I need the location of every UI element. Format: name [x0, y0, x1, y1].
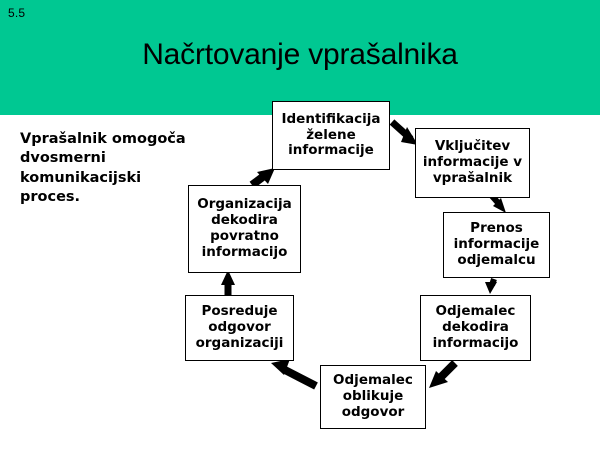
- flow-box-label: Vključitev informacije v vprašalnik: [422, 138, 523, 186]
- flow-box-label: Prenos informacije odjemalcu: [453, 220, 540, 268]
- flow-box-label: Posreduje odgovor organizaciji: [195, 303, 284, 351]
- arrow-identifikacija-to-vkljucitev: [389, 119, 418, 145]
- flow-box-odjemalec-dekodira-informacijo[interactable]: Odjemalec dekodira informacijo: [420, 295, 531, 361]
- flow-box-label: Identifikacija želene informacije: [281, 110, 381, 159]
- arrow-prenos-to-odjemalec-dekodira: [485, 278, 497, 294]
- flow-box-prenos-informacije-odjemalcu[interactable]: Prenos informacije odjemalcu: [443, 212, 550, 278]
- arrow-organizacija-to-identifikacija: [249, 168, 275, 189]
- arrow-oblikuje-to-posreduje: [271, 359, 318, 390]
- arrow-odjemalec-dekodira-to-oblikuje: [429, 360, 458, 388]
- flow-box-identifikacija-zelene-informacije[interactable]: Identifikacija želene informacije: [272, 101, 390, 170]
- flow-box-odjemalec-oblikuje-odgovor[interactable]: Odjemalec oblikuje odgovor: [320, 365, 426, 429]
- arrow-vkljucitev-to-prenos: [489, 194, 506, 213]
- body-note-text: Vprašalnik omogoča dvosmerni komunikacij…: [20, 131, 186, 206]
- flow-box-label: Organizacija dekodira povratno informaci…: [197, 196, 292, 260]
- flow-box-vkljucitev-informacije-v-vprasalnik[interactable]: Vključitev informacije v vprašalnik: [415, 128, 530, 198]
- header-band: [0, 0, 600, 115]
- flow-box-organizacija-dekodira-povratno-informacijo[interactable]: Organizacija dekodira povratno informaci…: [188, 185, 301, 273]
- slide-number: 5.5: [8, 6, 26, 20]
- flow-box-label: Odjemalec dekodira informacijo: [432, 303, 519, 351]
- page-title: Načrtovanje vprašalnika: [142, 38, 458, 71]
- flow-box-posreduje-odgovor-organizaciji[interactable]: Posreduje odgovor organizaciji: [185, 295, 294, 361]
- flow-box-label: Odjemalec oblikuje odgovor: [333, 372, 413, 420]
- arrow-posreduje-to-organizacija: [221, 270, 235, 296]
